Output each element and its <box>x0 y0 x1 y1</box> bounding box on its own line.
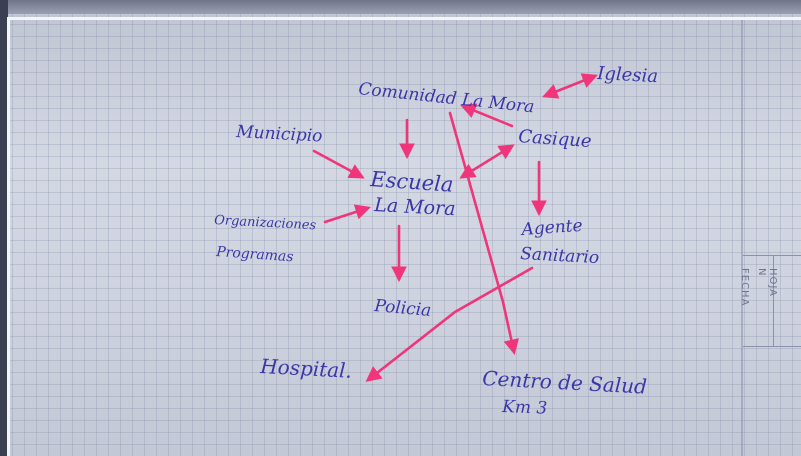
arrow-cacique-comunidad <box>460 103 514 128</box>
node-escuela-line2: La Mora <box>373 194 456 220</box>
form-header-divider <box>773 256 774 346</box>
arrow-comunidad-iglesia <box>542 73 598 99</box>
form-header-boxes <box>743 255 801 347</box>
arrow-comunidad-centro-salud <box>448 111 519 356</box>
node-municipio: Municipio <box>235 122 323 147</box>
node-organizaciones-line2: Programas <box>215 244 294 265</box>
node-centro-salud-line1: Centro de Salud <box>482 366 648 399</box>
node-escuela-line1: Escuela <box>369 167 455 197</box>
node-comunidad: Comunidad La Mora <box>357 79 535 117</box>
node-policia: Policia <box>373 296 432 321</box>
node-agente-line2: Sanitario <box>520 244 600 268</box>
photo-left-edge <box>0 0 8 456</box>
arrow-organizaciones-escuela <box>323 204 371 224</box>
node-cacique: Casique <box>518 126 593 152</box>
paper-margin-line <box>741 20 743 456</box>
photo-top-edge <box>0 0 801 14</box>
node-hospital: Hospital. <box>259 354 353 383</box>
arrow-agente-hospital <box>365 266 534 382</box>
node-organizaciones-line1: Organizaciones <box>214 213 317 233</box>
arrow-municipio-escuela <box>312 149 365 179</box>
arrow-cacique-escuela <box>459 144 515 179</box>
node-iglesia: Iglesia <box>596 63 659 87</box>
node-centro-salud-line2: Km 3 <box>501 397 548 419</box>
node-agente-line1: Agente <box>519 216 583 240</box>
paper-white-border <box>7 17 801 456</box>
